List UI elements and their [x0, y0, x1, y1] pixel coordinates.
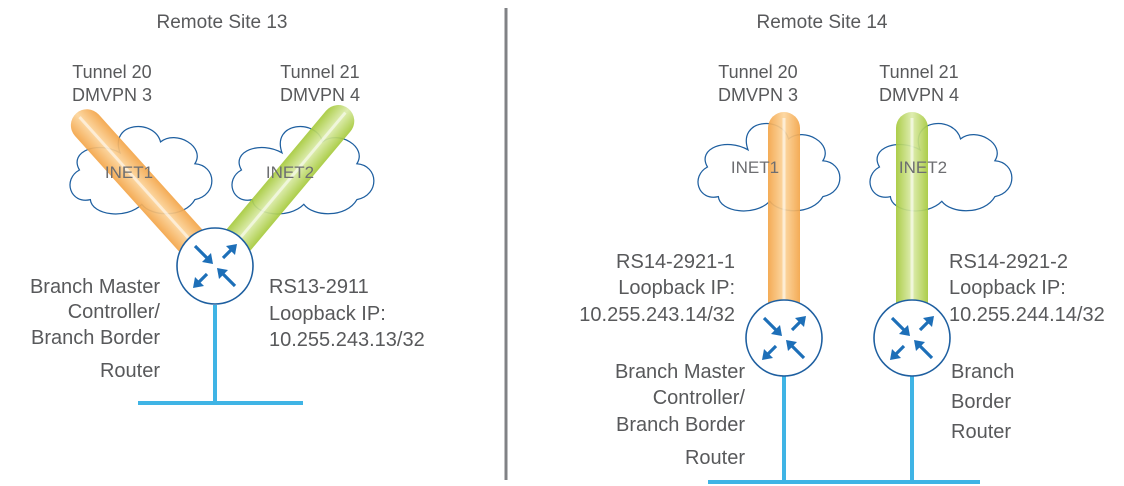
site-14-tunnel-inet1	[768, 112, 800, 326]
site-14-inet2-label: INET2	[899, 158, 947, 177]
site-13-role-line-2: Controller/	[68, 301, 161, 323]
site-13-dmvpn4-label: DMVPN 4	[280, 85, 360, 105]
site-13-role-line-1: Branch Master	[30, 276, 160, 298]
site-14-role1-line-2: Controller/	[653, 387, 746, 409]
site-14-router2-name: RS14-2921-2	[949, 251, 1068, 273]
site-14-tunnel-inet2	[896, 112, 928, 326]
site-13-role-line-4: Router	[100, 360, 160, 382]
site-14: Remote Site 14 Tunnel 20 DMVPN 3 Tunnel …	[579, 12, 1105, 484]
site-14-title: Remote Site 14	[757, 12, 888, 33]
site-13-loopback-ip: 10.255.243.13/32	[269, 329, 425, 351]
site-14-router2-icon	[873, 299, 951, 377]
site-13-router-name: RS13-2911	[269, 276, 369, 298]
site-14-role2-line-1: Branch	[951, 361, 1014, 383]
site-14-inet1-label: INET1	[731, 158, 779, 177]
site-14-role1-line-4: Router	[685, 447, 745, 469]
site-13-loopback-label: Loopback IP:	[269, 303, 386, 325]
site-13-tunnel-inet2	[214, 105, 355, 266]
site-13-router-icon	[176, 227, 254, 305]
site-13-dmvpn3-label: DMVPN 3	[72, 85, 152, 105]
site-14-router2-loopback-ip: 10.255.244.14/32	[949, 304, 1105, 326]
site-14-router1-loopback-label: Loopback IP:	[618, 277, 735, 299]
site-14-dmvpn4-label: DMVPN 4	[879, 85, 959, 105]
site-14-dmvpn3-label: DMVPN 3	[718, 85, 798, 105]
site-13-tunnel21-label: Tunnel 21	[280, 62, 359, 82]
site-14-router1-name: RS14-2921-1	[616, 251, 735, 273]
site-13-inet1-label: INET1	[105, 163, 153, 182]
site-14-role2-line-3: Router	[951, 421, 1011, 443]
site-13-role-line-3: Branch Border	[31, 327, 160, 349]
site-14-tunnel21-label: Tunnel 21	[879, 62, 958, 82]
site-14-router1-icon	[745, 299, 823, 377]
site-14-tunnel20-label: Tunnel 20	[718, 62, 797, 82]
site-13-tunnel20-label: Tunnel 20	[72, 62, 151, 82]
site-14-role1-line-1: Branch Master	[615, 361, 745, 383]
site-13-inet2-label: INET2	[266, 163, 314, 182]
site-14-router1-loopback-ip: 10.255.243.14/32	[579, 304, 735, 326]
site-13-tunnel-inet1	[70, 109, 216, 267]
site-14-router2-loopback-label: Loopback IP:	[949, 277, 1066, 299]
site-14-role2-line-2: Border	[951, 391, 1011, 413]
site-13-title: Remote Site 13	[157, 12, 288, 33]
site-13: Remote Site 13 Tunnel 20 DMVPN 3 Tunnel …	[30, 12, 425, 405]
site-14-role1-line-3: Branch Border	[616, 414, 745, 436]
